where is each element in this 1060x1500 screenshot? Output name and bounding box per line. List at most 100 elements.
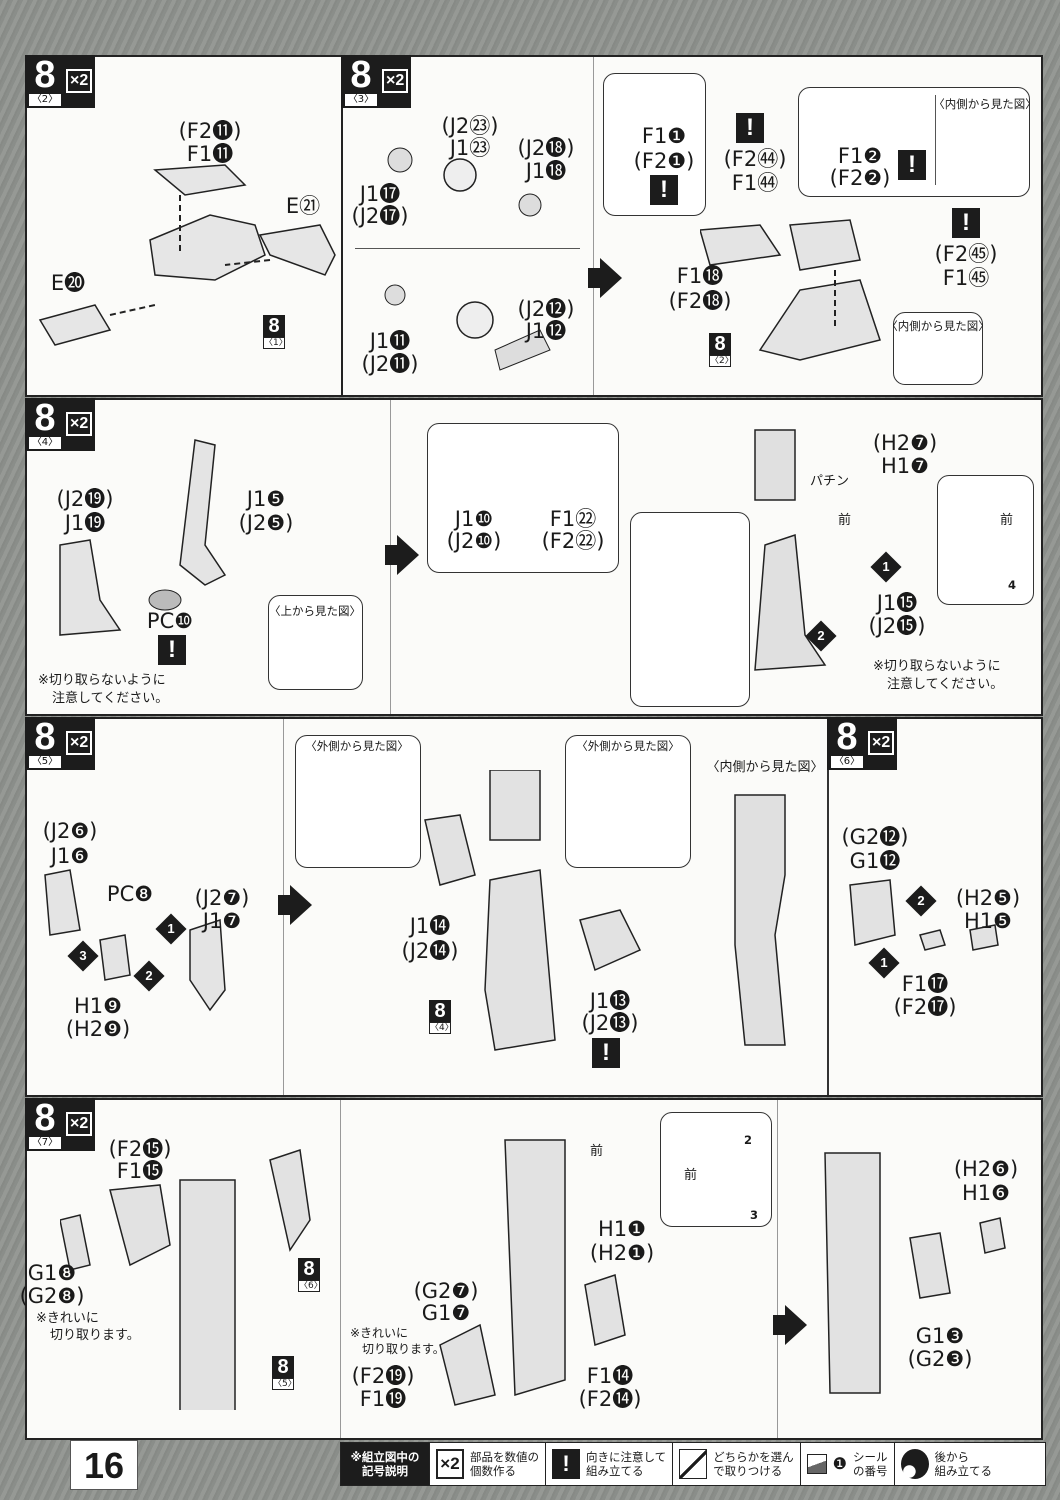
part-label: F1⓱ [901, 972, 949, 996]
part-label: (F2⓱) [893, 995, 957, 1019]
front-direction-label: 前 [590, 1144, 604, 1159]
part-label: (F2❷) [829, 166, 891, 190]
part-label: H1❻ [962, 1181, 1010, 1205]
step-number: 8 [836, 716, 858, 758]
x2-icon: ×2 [868, 731, 895, 755]
ref-number: 8 [429, 1000, 451, 1022]
part-label: J1⓯ [876, 591, 918, 615]
sticker-number: ❶ [832, 1454, 847, 1473]
legend-text: 個数作る [470, 1464, 516, 1478]
step-header-8-4: 8〈4〉×2 [25, 398, 96, 451]
divider [777, 1100, 778, 1438]
part-label: F1㊺ [942, 266, 990, 290]
x2-icon: ×2 [66, 731, 93, 755]
step-number: 8 [34, 716, 56, 758]
next-arrow-icon [773, 1305, 807, 1345]
part-label: (J2❺) [238, 511, 294, 535]
part-label: F1⓫ [186, 142, 234, 166]
part-label: J1❻ [50, 844, 90, 868]
part-label: (F2⓲) [668, 289, 732, 313]
step-sub: 〈7〉 [28, 1137, 62, 1149]
inside-view-caption: 〈内側から見た図〉 [706, 760, 824, 775]
part-label: (G2❽) [19, 1284, 85, 1308]
callout-box [565, 735, 691, 868]
part-drawing [44, 869, 226, 1012]
legend-title-line: 記号説明 [362, 1464, 408, 1478]
part-drawing [754, 429, 827, 671]
x2-icon: ×2 [66, 412, 93, 436]
part-label: (J2⓭) [581, 1011, 639, 1035]
step-sub: 〈6〉 [830, 756, 864, 768]
part-label: (J2⓫) [361, 352, 419, 376]
ref-sub: 〈5〉 [272, 1378, 297, 1390]
page-number: 16 [70, 1440, 138, 1490]
caution-note: 注意してください。 [52, 691, 169, 706]
callout-box [660, 1112, 772, 1227]
part-drawing [439, 1139, 626, 1406]
next-arrow-icon [588, 258, 622, 298]
part-label: G1⓬ [849, 849, 901, 873]
part-label: (J2❿) [446, 529, 502, 553]
cut-note: ※きれいに [350, 1326, 409, 1340]
part-label: E㉑ [285, 194, 321, 218]
callout-box [937, 475, 1034, 605]
step-marker-number: 1 [880, 955, 888, 970]
part-label: (F2❶) [633, 149, 695, 173]
part-label: F1㊹ [731, 171, 779, 195]
legend-text: どちらかを選ん [713, 1450, 794, 1464]
part-label: F1❶ [641, 124, 687, 148]
part-label: J1❿ [454, 507, 494, 531]
part-label: H1❺ [964, 909, 1012, 933]
step-number: 8 [350, 54, 372, 96]
part-label: J1⓳ [64, 511, 106, 535]
ref-number: 8 [709, 333, 731, 355]
part-label: (F2⓳) [351, 1364, 415, 1388]
part-drawing [59, 439, 227, 636]
sticker-number: 3 [749, 1208, 759, 1222]
part-label: (F2⓮) [578, 1387, 642, 1411]
step-marker-2: 2 [905, 885, 937, 917]
part-label: F1⓲ [676, 264, 724, 288]
callout-box [268, 595, 363, 690]
outside-view-caption: 〈外側から見た図〉 [576, 739, 680, 753]
part-label: (J2❼) [194, 886, 250, 910]
exclamation-icon: ! [552, 1449, 580, 1479]
inside-view-caption: 〈内側から見た図〉 [886, 319, 990, 333]
exclamation-icon: ! [158, 635, 186, 665]
front-direction-label: 前 [684, 1168, 698, 1183]
part-label: (H2❻) [953, 1157, 1019, 1181]
ref-sub: 〈2〉 [709, 355, 734, 367]
step-marker-number: 2 [145, 968, 153, 983]
part-label: J1⓭ [589, 989, 631, 1013]
top-view-caption: 〈上から見た図〉 [269, 604, 361, 618]
part-label: (F2㉒) [541, 529, 605, 553]
legend-title-line: ※組立図中の [350, 1450, 420, 1464]
x2-icon: ×2 [66, 69, 93, 93]
divider [340, 1100, 341, 1438]
part-label: (J2⓯) [868, 614, 926, 638]
part-drawing [734, 794, 786, 1046]
ref-badge-8-2: 8〈2〉 [708, 333, 734, 367]
legend-item-assemble-later: 後から組み立てる [893, 1443, 999, 1485]
next-arrow-icon [278, 885, 312, 925]
step-marker-1: 1 [870, 551, 902, 583]
part-label: (H2❶) [589, 1241, 655, 1265]
step-marker-number: 3 [79, 948, 87, 963]
part-label: (F2⓫) [178, 119, 242, 143]
part-label: J1❺ [246, 487, 286, 511]
part-label: G1❽ [27, 1261, 77, 1285]
step-header-8-5: 8〈5〉×2 [25, 716, 96, 770]
legend-text: 組み立てる [586, 1464, 644, 1478]
step-sub: 〈4〉 [28, 437, 62, 449]
part-label: PC❿ [146, 609, 194, 633]
part-label: (G2❸) [907, 1347, 973, 1371]
part-label: J1⓲ [525, 159, 567, 183]
part-label: G1❸ [915, 1324, 965, 1348]
part-drawing [824, 1152, 1006, 1394]
cut-note: ※きれいに [36, 1311, 99, 1326]
part-label: J1❼ [202, 909, 242, 933]
part-label: F1❷ [837, 144, 883, 168]
ref-badge-8-1: 8〈1〉 [262, 315, 288, 349]
ref-badge-8-6: 8〈6〉 [297, 1258, 323, 1292]
step-header-8-2: 8〈2〉×2 [25, 55, 96, 108]
